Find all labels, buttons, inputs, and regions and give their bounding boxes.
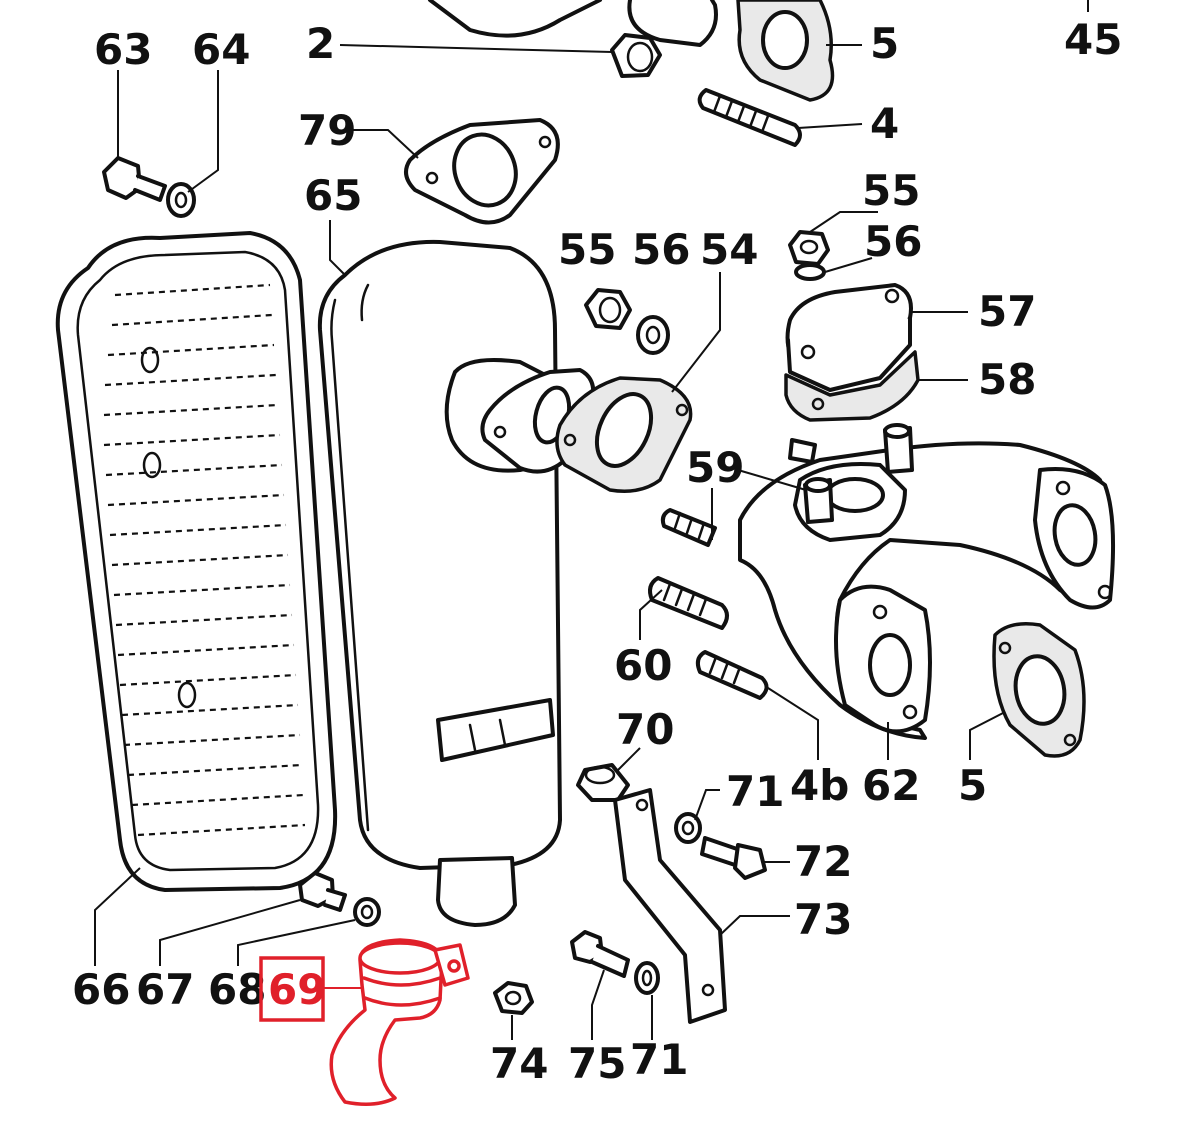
label-63: 63: [94, 25, 152, 74]
part-70-spacer: [576, 763, 630, 802]
part-57-cover-plate: [785, 283, 913, 392]
part-72-bolt: [700, 836, 767, 880]
label-5-bottom: 5: [958, 761, 987, 810]
label-58: 58: [978, 355, 1036, 404]
part-66-heat-shield: [55, 231, 338, 892]
label-79: 79: [298, 106, 356, 155]
label-55-mid: 55: [558, 225, 616, 274]
label-68: 68: [208, 965, 266, 1014]
label-5-top: 5: [870, 19, 899, 68]
highlight-box-69: [259, 956, 325, 1022]
part-74-nut: [493, 981, 534, 1015]
label-4: 4: [870, 99, 899, 148]
part-labels: 63 64 2 5 45 79 4 65 55 56 55 56 54 57 5…: [72, 15, 1122, 1088]
label-74: 74: [490, 1039, 548, 1088]
part-60-stud: [648, 576, 729, 630]
label-66: 66: [72, 965, 130, 1014]
label-56-right: 56: [864, 217, 922, 266]
part-64-washer: [166, 182, 196, 218]
label-65: 65: [304, 171, 362, 220]
label-56-mid: 56: [632, 225, 690, 274]
part-55-nut: [584, 288, 632, 330]
label-45: 45: [1064, 15, 1122, 64]
label-55-right: 55: [862, 166, 920, 215]
label-62: 62: [862, 761, 920, 810]
part-63-bolt: [102, 156, 167, 202]
label-69-highlighted: 69: [268, 965, 326, 1014]
leader-lines: [94, 0, 1089, 1040]
part-59-stud: [660, 423, 914, 547]
label-67: 67: [136, 965, 194, 1014]
part-4b-stud: [695, 650, 769, 700]
part-54-gasket: [555, 376, 693, 493]
part-75-bolt: [570, 930, 630, 978]
part-68-washer: [353, 897, 381, 927]
label-71-lower: 71: [630, 1035, 688, 1084]
label-64: 64: [192, 25, 250, 74]
part-71-washer: [674, 812, 702, 844]
part-69-tail-pipe: [329, 938, 470, 1106]
label-4b: 4b: [790, 761, 849, 810]
label-2: 2: [306, 19, 335, 68]
part-71-washer-lower: [634, 961, 660, 995]
part-67-bolt: [298, 871, 347, 912]
part-65-muffler: [317, 239, 562, 927]
label-59: 59: [686, 443, 744, 492]
label-72: 72: [794, 837, 852, 886]
part-79-gasket: [404, 118, 560, 225]
part-73-bracket: [613, 788, 727, 1024]
part-2-nut: [610, 33, 662, 78]
label-57: 57: [978, 287, 1036, 336]
part-4-stud: [697, 88, 802, 147]
part-55-nut-right: [788, 230, 830, 281]
label-54: 54: [700, 225, 758, 274]
label-70: 70: [616, 705, 674, 754]
part-5-gasket-bottom: [992, 622, 1086, 758]
label-73: 73: [794, 895, 852, 944]
part-56-washer: [636, 315, 670, 355]
label-75: 75: [568, 1039, 626, 1088]
part-58-gasket: [784, 350, 920, 422]
top-manifold-part: [428, 0, 835, 102]
label-60: 60: [614, 641, 672, 690]
label-71-upper: 71: [726, 767, 784, 816]
